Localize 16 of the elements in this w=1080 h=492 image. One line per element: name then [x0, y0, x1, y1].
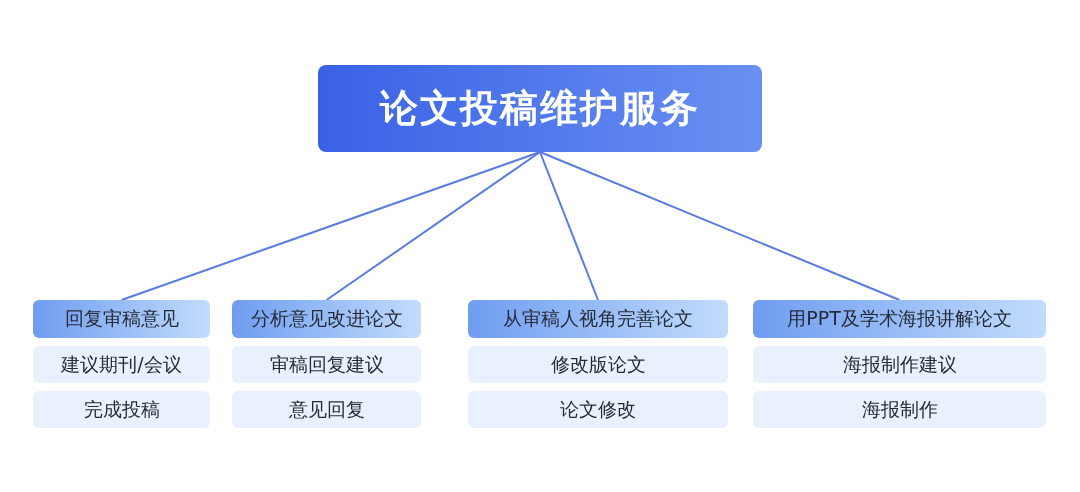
title-box: 论文投稿维护服务 [318, 65, 762, 152]
service-item-box: 海报制作建议 [753, 346, 1046, 383]
service-item-box: 意见回复 [232, 391, 421, 428]
category-box: 回复审稿意见 [33, 300, 210, 338]
connector-line [325, 151, 541, 301]
service-item-box: 完成投稿 [33, 391, 210, 428]
service-item-box: 论文修改 [468, 391, 728, 428]
category-box: 从审稿人视角完善论文 [468, 300, 728, 338]
category-box: 用PPT及学术海报讲解论文 [753, 300, 1046, 338]
connector-line [539, 151, 599, 301]
connector-line [539, 151, 901, 301]
service-item-box: 审稿回复建议 [232, 346, 421, 383]
service-item-box: 修改版论文 [468, 346, 728, 383]
service-item-box: 建议期刊/会议 [33, 346, 210, 383]
service-item-box: 海报制作 [753, 391, 1046, 428]
category-box: 分析意见改进论文 [232, 300, 421, 338]
